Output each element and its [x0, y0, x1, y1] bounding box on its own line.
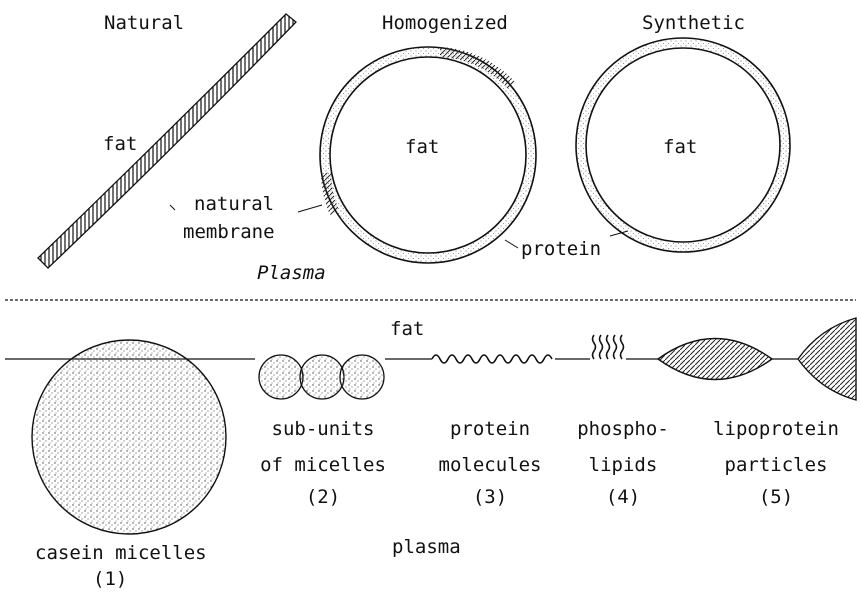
- phospholipid-tails: [593, 335, 624, 359]
- heading-homogenized: Homogenized: [382, 14, 508, 33]
- heading-synthetic: Synthetic: [642, 14, 745, 33]
- fat-label-bottom: fat: [390, 320, 424, 339]
- protein-leader: [505, 240, 518, 248]
- membrane-label: membrane: [183, 223, 275, 242]
- component-4-line-1: phospho-: [577, 420, 669, 439]
- homogenized-fat-label: fat: [405, 138, 439, 157]
- protein-molecule-strand: [432, 355, 552, 363]
- component-3-line-2: molecules: [439, 456, 542, 475]
- synthetic-fat-label: fat: [663, 138, 697, 157]
- natural-label: natural: [194, 195, 274, 214]
- component-3-line-1: protein: [450, 420, 530, 439]
- component-2-line-1: sub-units: [272, 420, 375, 439]
- component-5-number: (5): [759, 488, 793, 507]
- heading-natural: Natural: [104, 14, 184, 33]
- component-1-number: (1): [93, 570, 127, 589]
- plasma-label-bottom: plasma: [392, 538, 461, 557]
- natural-membrane-leader-2: [298, 205, 322, 212]
- component-2-line-2: of micelles: [260, 456, 386, 475]
- component-1-label: casein micelles: [35, 544, 207, 563]
- component-2-number: (2): [306, 488, 340, 507]
- casein-micelle: [32, 340, 226, 534]
- component-4-line-2: lipids: [589, 456, 658, 475]
- component-3-number: (3): [473, 488, 507, 507]
- plasma-label-top: Plasma: [257, 264, 326, 283]
- natural-fat-label: fat: [103, 135, 137, 154]
- natural-membrane-leader: [170, 205, 175, 210]
- protein-label: protein: [521, 240, 601, 259]
- component-4-number: (4): [606, 488, 640, 507]
- lipoprotein-particles: [658, 318, 856, 400]
- component-5-line-1: lipoprotein: [713, 420, 839, 439]
- component-5-line-2: particles: [725, 456, 828, 475]
- micelle-sub-units: [259, 355, 384, 399]
